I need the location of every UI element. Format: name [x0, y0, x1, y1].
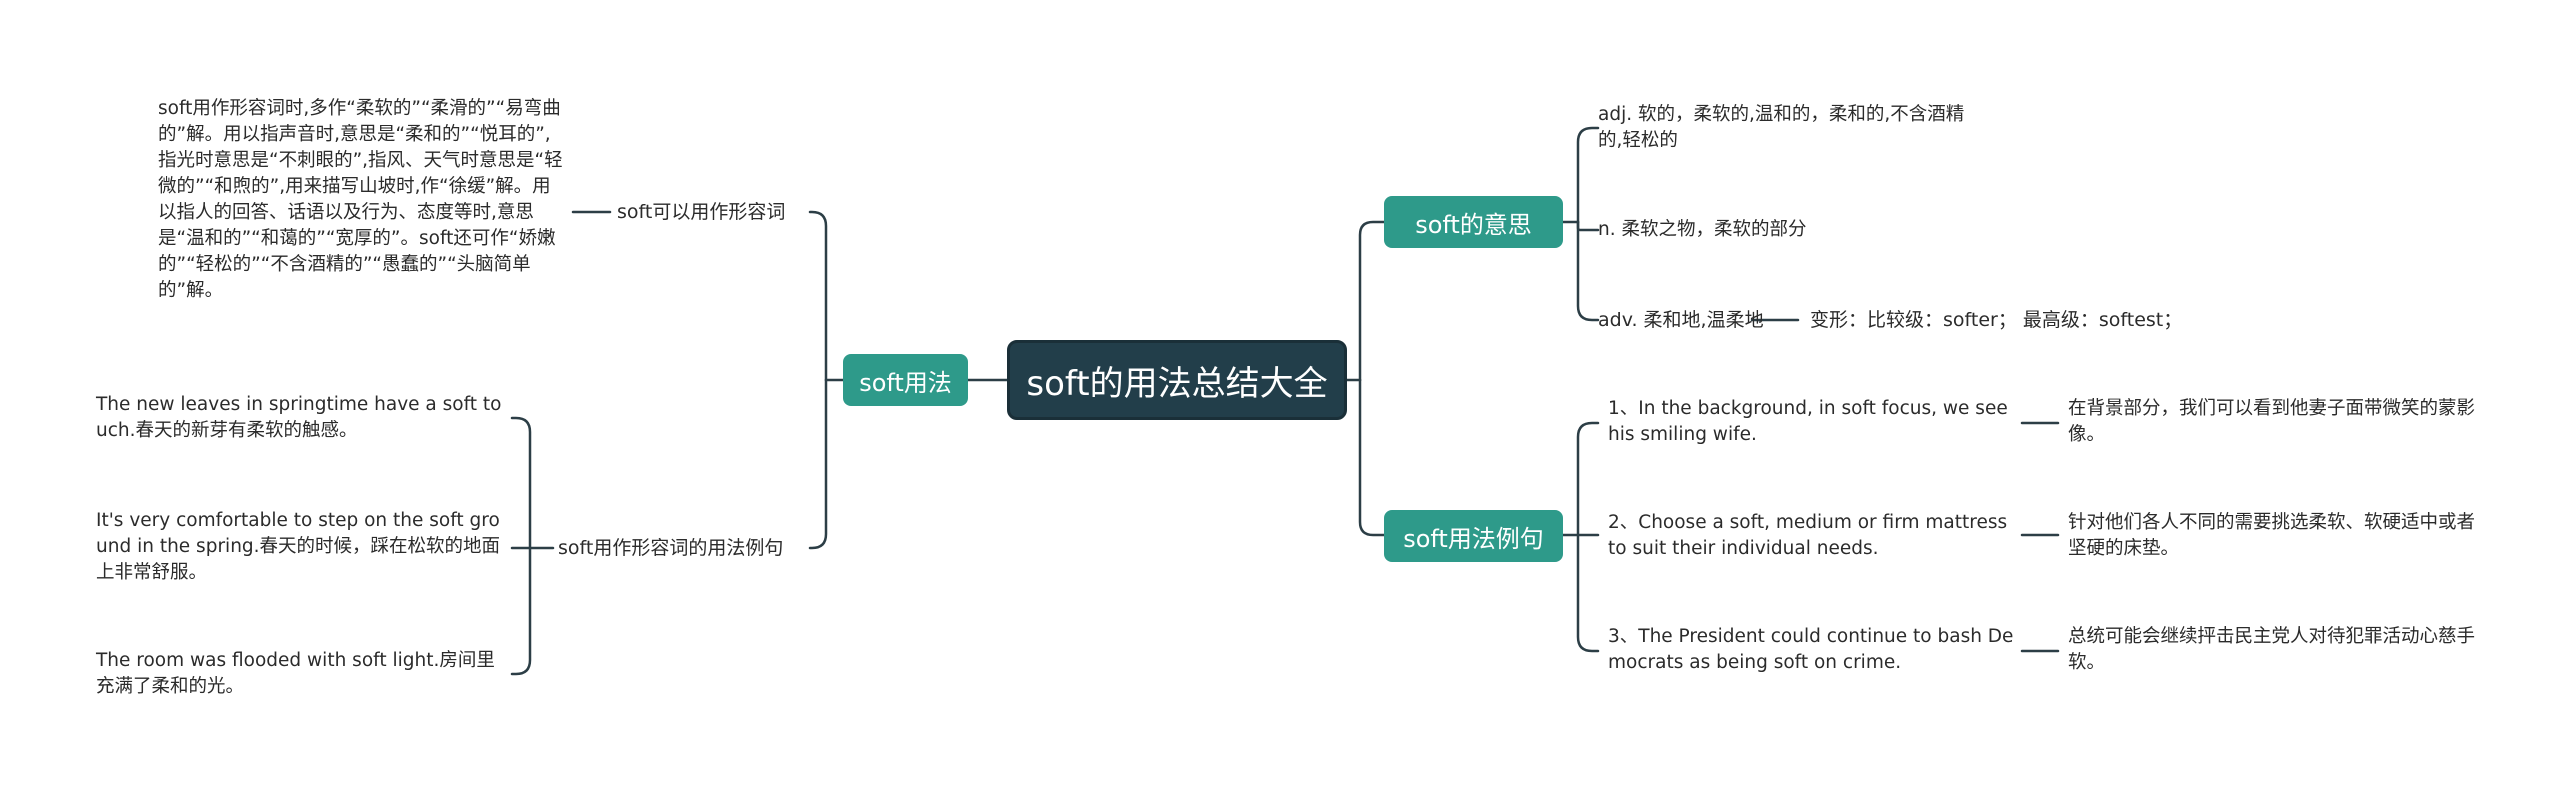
connector-example-3: [1576, 533, 1600, 653]
example-1-en[interactable]: 1、In the background, in soft focus, we s…: [1608, 398, 2008, 445]
connector-to-adj: [808, 210, 828, 382]
connector-to-examples-left: [808, 378, 828, 550]
root-title: soft的用法总结大全: [1026, 363, 1328, 404]
root-topic[interactable]: soft的用法总结大全: [1007, 340, 1347, 420]
branch-meaning[interactable]: soft的意思: [1384, 196, 1563, 248]
example-2-en[interactable]: 2、Choose a soft, medium or firm mattress…: [1608, 512, 2008, 559]
left-example-1[interactable]: The new leaves in springtime have a soft…: [96, 394, 502, 441]
meaning-adj[interactable]: adj. 软的，柔软的,温和的，柔和的,不含酒精的,轻松的: [1598, 104, 1965, 151]
branch-examples-label: soft用法例句: [1403, 524, 1544, 553]
meaning-adv-forms[interactable]: 变形：比较级：softer； 最高级：softest；: [1810, 309, 2183, 331]
meaning-noun[interactable]: n. 柔软之物，柔软的部分: [1598, 219, 1807, 240]
branch-usage[interactable]: soft用法: [843, 354, 968, 406]
branch-usage-label: soft用法: [859, 368, 952, 397]
branch-examples[interactable]: soft用法例句: [1384, 510, 1563, 562]
adj-note[interactable]: soft用作形容词时,多作“柔软的”“柔滑的”“易弯曲的”解。用以指声音时,意思…: [158, 98, 563, 301]
example-3-en[interactable]: 3、The President could continue to bash D…: [1608, 626, 2014, 673]
example-2-zh[interactable]: 针对他们各人不同的需要挑选柔软、软硬适中或者坚硬的床垫。: [2068, 512, 2476, 559]
example-3-zh[interactable]: 总统可能会继续抨击民主党人对待犯罪活动心慈手软。: [2068, 626, 2476, 673]
example-1-zh[interactable]: 在背景部分，我们可以看到他妻子面带微笑的蒙影像。: [2068, 398, 2476, 445]
sub-examples-label[interactable]: soft用作形容词的用法例句: [558, 537, 784, 559]
connector-to-meaning: [1358, 220, 1386, 382]
connector-example-1: [1576, 421, 1600, 537]
connector-meaning-n: [1576, 220, 1600, 232]
connector-meaning-adj: [1576, 126, 1600, 224]
connector-left-example-3: [510, 546, 532, 676]
left-example-2[interactable]: It's very comfortable to step on the sof…: [96, 510, 501, 583]
connector-to-examples: [1358, 378, 1386, 537]
meaning-adv[interactable]: adv. 柔和地,温柔地: [1598, 309, 1764, 331]
sub-adj-label[interactable]: soft可以用作形容词: [617, 201, 786, 223]
branch-meaning-label: soft的意思: [1415, 210, 1532, 239]
left-example-3[interactable]: The room was flooded with soft light.房间里…: [96, 650, 495, 697]
connector-left-example-1: [510, 416, 532, 550]
connector-meaning-adv: [1576, 220, 1600, 322]
